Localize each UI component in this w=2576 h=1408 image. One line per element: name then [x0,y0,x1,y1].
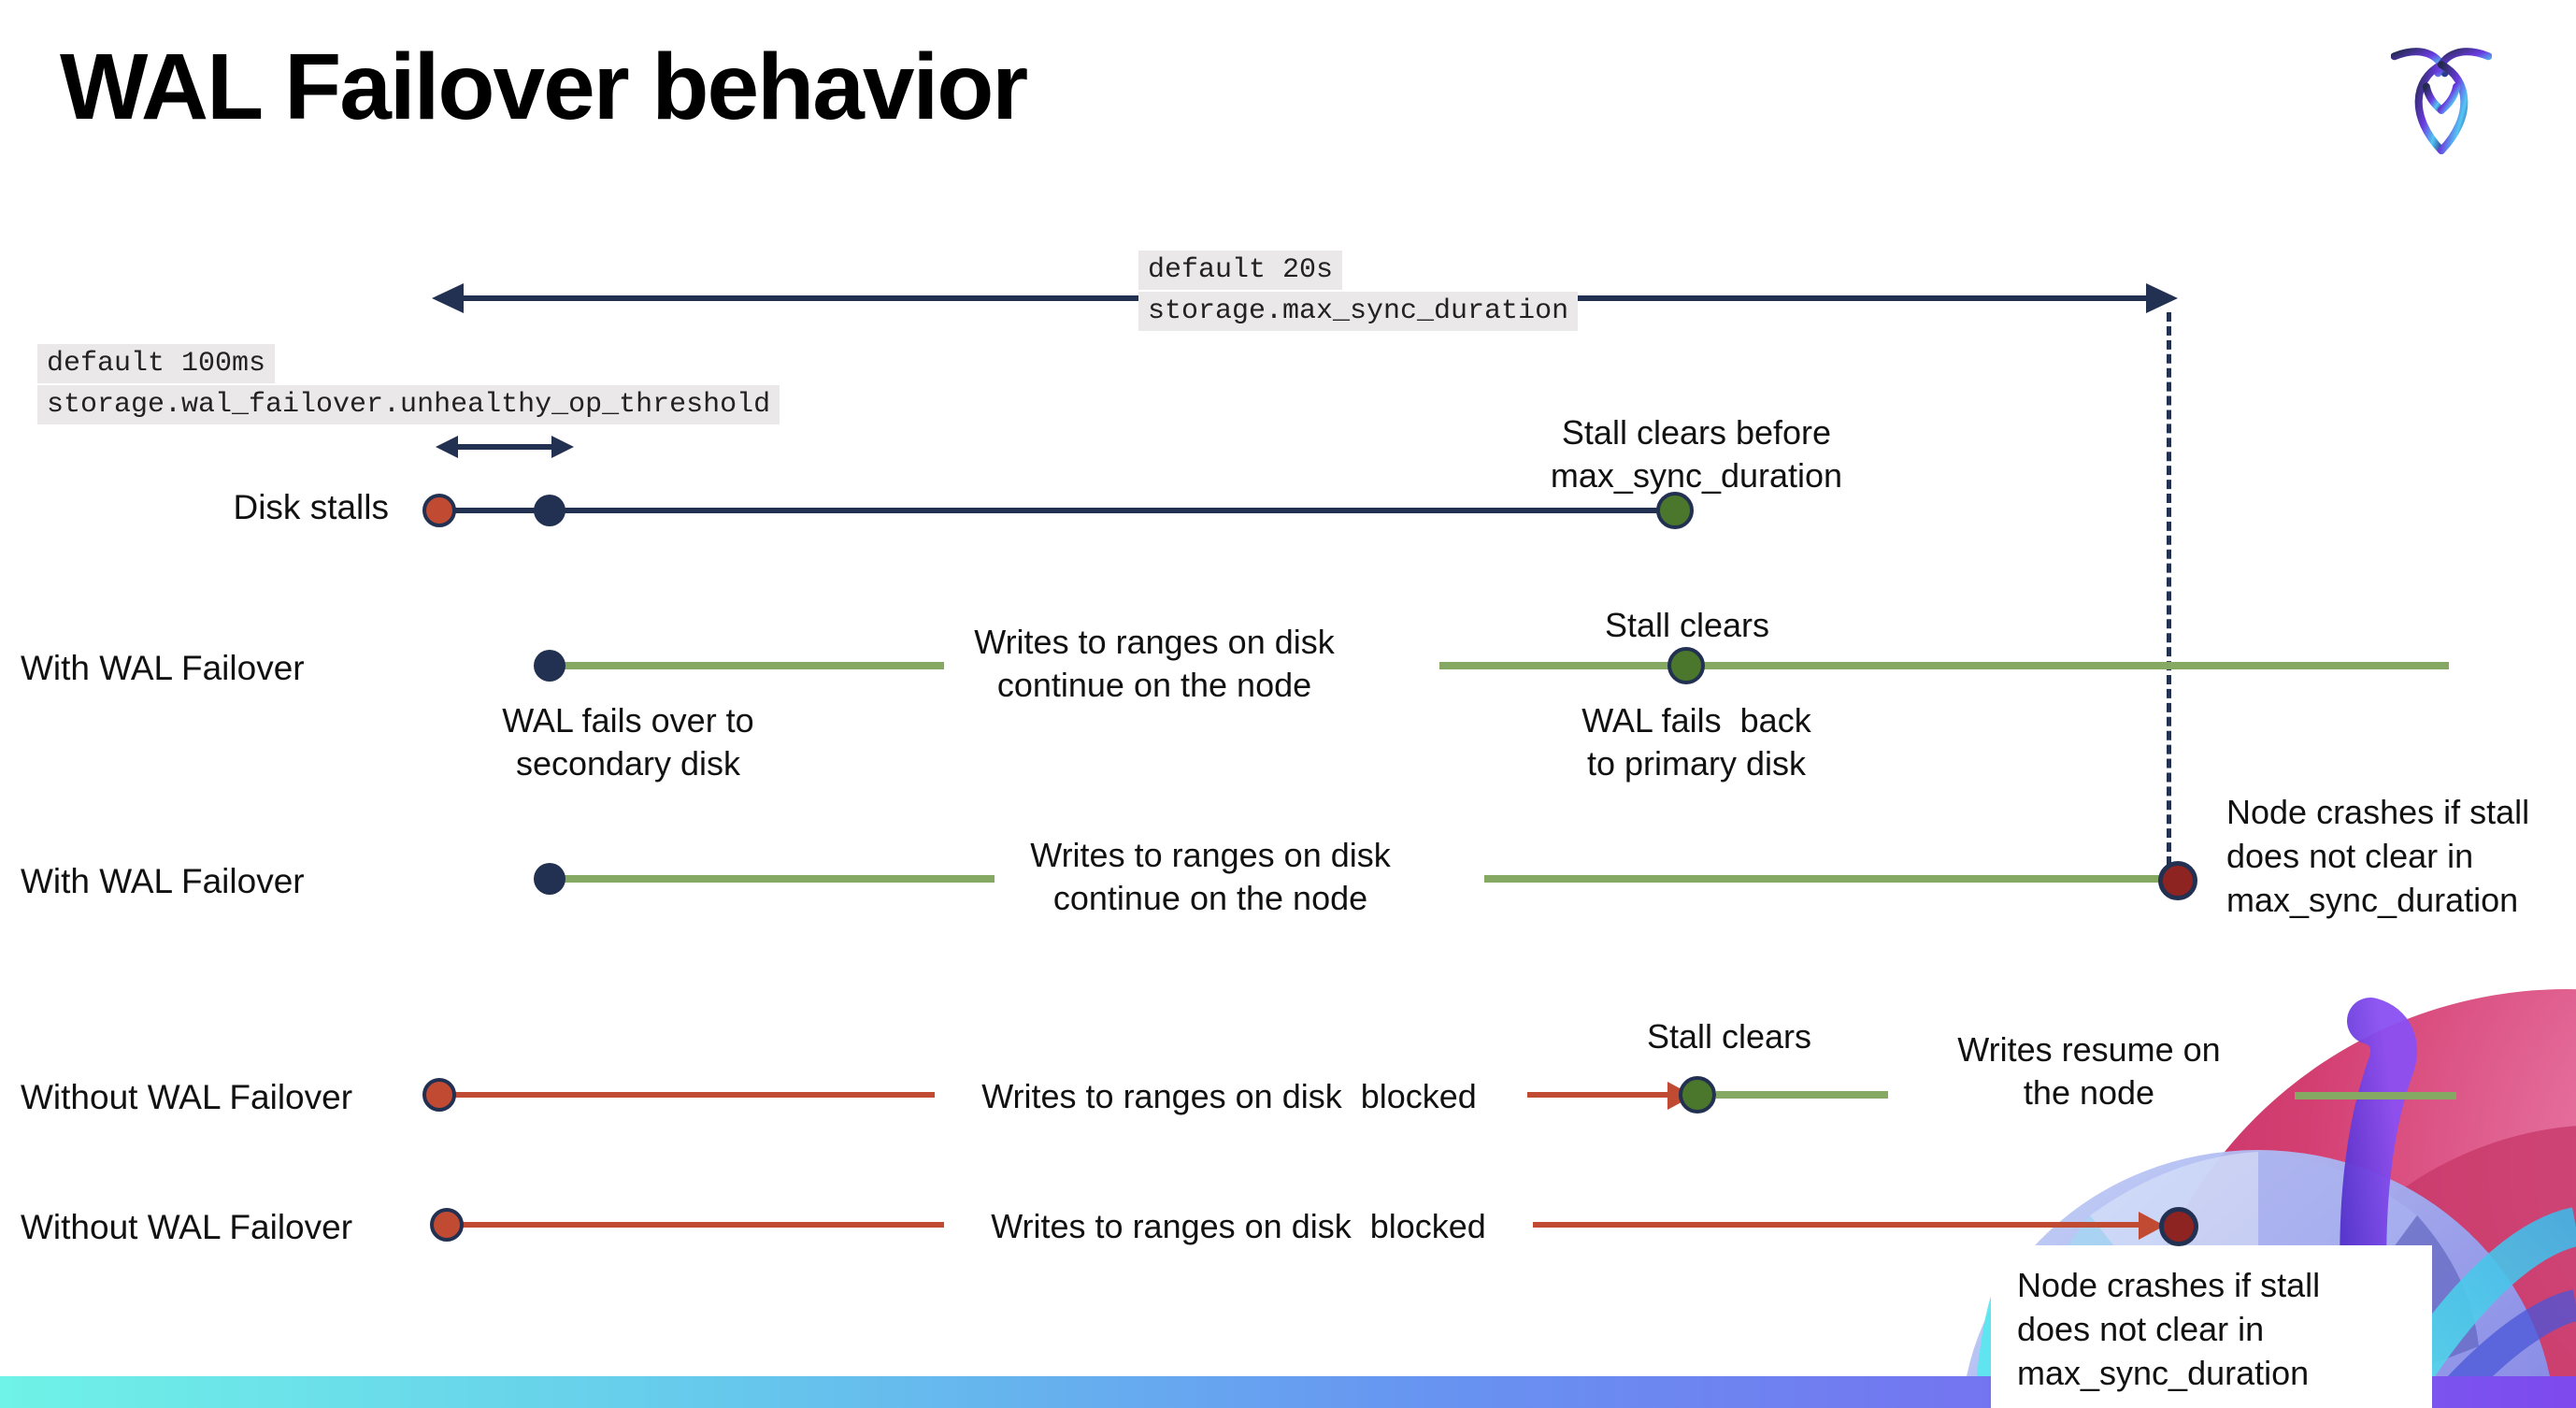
row-label-without-wal-failover: Without WAL Failover [21,1208,353,1246]
annotation-unhealthy-op-threshold: default 100ms storage.wal_failover.unhea… [37,344,780,426]
arrow-right-head-icon [551,436,574,458]
note-node-crashes: Node crashes if stall does not clear in … [2017,1266,2321,1392]
writes-resume-line [2295,1092,2456,1099]
row-label-with-wal-failover: With WAL Failover [21,649,305,687]
note-stall-clears: Stall clears [1604,606,1770,644]
note-writes-blocked: Writes to ranges on disk blocked [991,1207,1486,1245]
threshold-reached-dot [534,495,565,526]
writes-blocked-line [1527,1092,1669,1098]
row-label-without-wal-failover: Without WAL Failover [21,1078,353,1116]
note-stall-clears-before: Stall clears before max_sync_duration [1550,413,1843,496]
note-writes-blocked: Writes to ranges on disk blocked [981,1077,1477,1115]
node-crash-dot [2158,861,2197,900]
node-crash-dot [2159,1207,2198,1246]
writes-continue-line [563,875,995,883]
writes-resume-line [1716,1091,1888,1099]
setting-default-value: default 20s [1138,251,1343,290]
disk-stall-timeline [439,508,1675,513]
writes-blocked-line [460,1222,944,1228]
writes-continue-line [1484,875,2167,883]
annotation-max-sync-duration: default 20s storage.max_sync_duration [1138,251,1579,333]
note-writes-continue: Writes to ranges on disk continue on the… [1030,836,1391,918]
arrow-left-head-icon [436,436,458,458]
arrow-right-head-icon [2146,283,2178,313]
row-label-with-wal-failover: With WAL Failover [21,862,305,900]
node-crash-callout: Node crashes if stall does not clear in … [1991,1245,2432,1408]
note-writes-resume: Writes resume on the node [1957,1030,2221,1113]
stall-clears-dot [1656,492,1694,529]
note-wal-fails-back: WAL fails back to primary disk [1581,701,1811,783]
page-title: WAL Failover behavior [60,35,1028,139]
arrow-left-head-icon [432,283,464,313]
writes-continue-line [1439,662,2449,669]
max-sync-deadline-dashed-line [2167,312,2171,866]
stall-start-dot [422,1078,456,1112]
stall-start-dot [422,494,456,527]
note-stall-clears: Stall clears [1646,1017,1812,1056]
failover-dot [534,863,565,895]
setting-name: storage.max_sync_duration [1138,292,1579,331]
stall-start-dot [430,1208,464,1242]
writes-blocked-line [452,1092,935,1098]
setting-name: storage.wal_failover.unhealthy_op_thresh… [37,385,780,424]
unhealthy-op-threshold-arrow [447,444,551,450]
setting-default-value: default 100ms [37,344,276,383]
writes-continue-line [563,662,944,669]
row-label-disk-stalls: Disk stalls [233,488,389,526]
stall-clears-dot [1667,647,1705,684]
failover-dot [534,650,565,682]
note-wal-fails-over: WAL fails over to secondary disk [502,701,754,783]
writes-blocked-line [1533,1222,2142,1228]
note-node-crashes: Node crashes if stall does not clear in … [2226,793,2530,919]
note-writes-continue: Writes to ranges on disk continue on the… [974,623,1335,705]
stall-clears-dot [1679,1076,1716,1113]
cockroach-logo-icon [2391,48,2492,155]
